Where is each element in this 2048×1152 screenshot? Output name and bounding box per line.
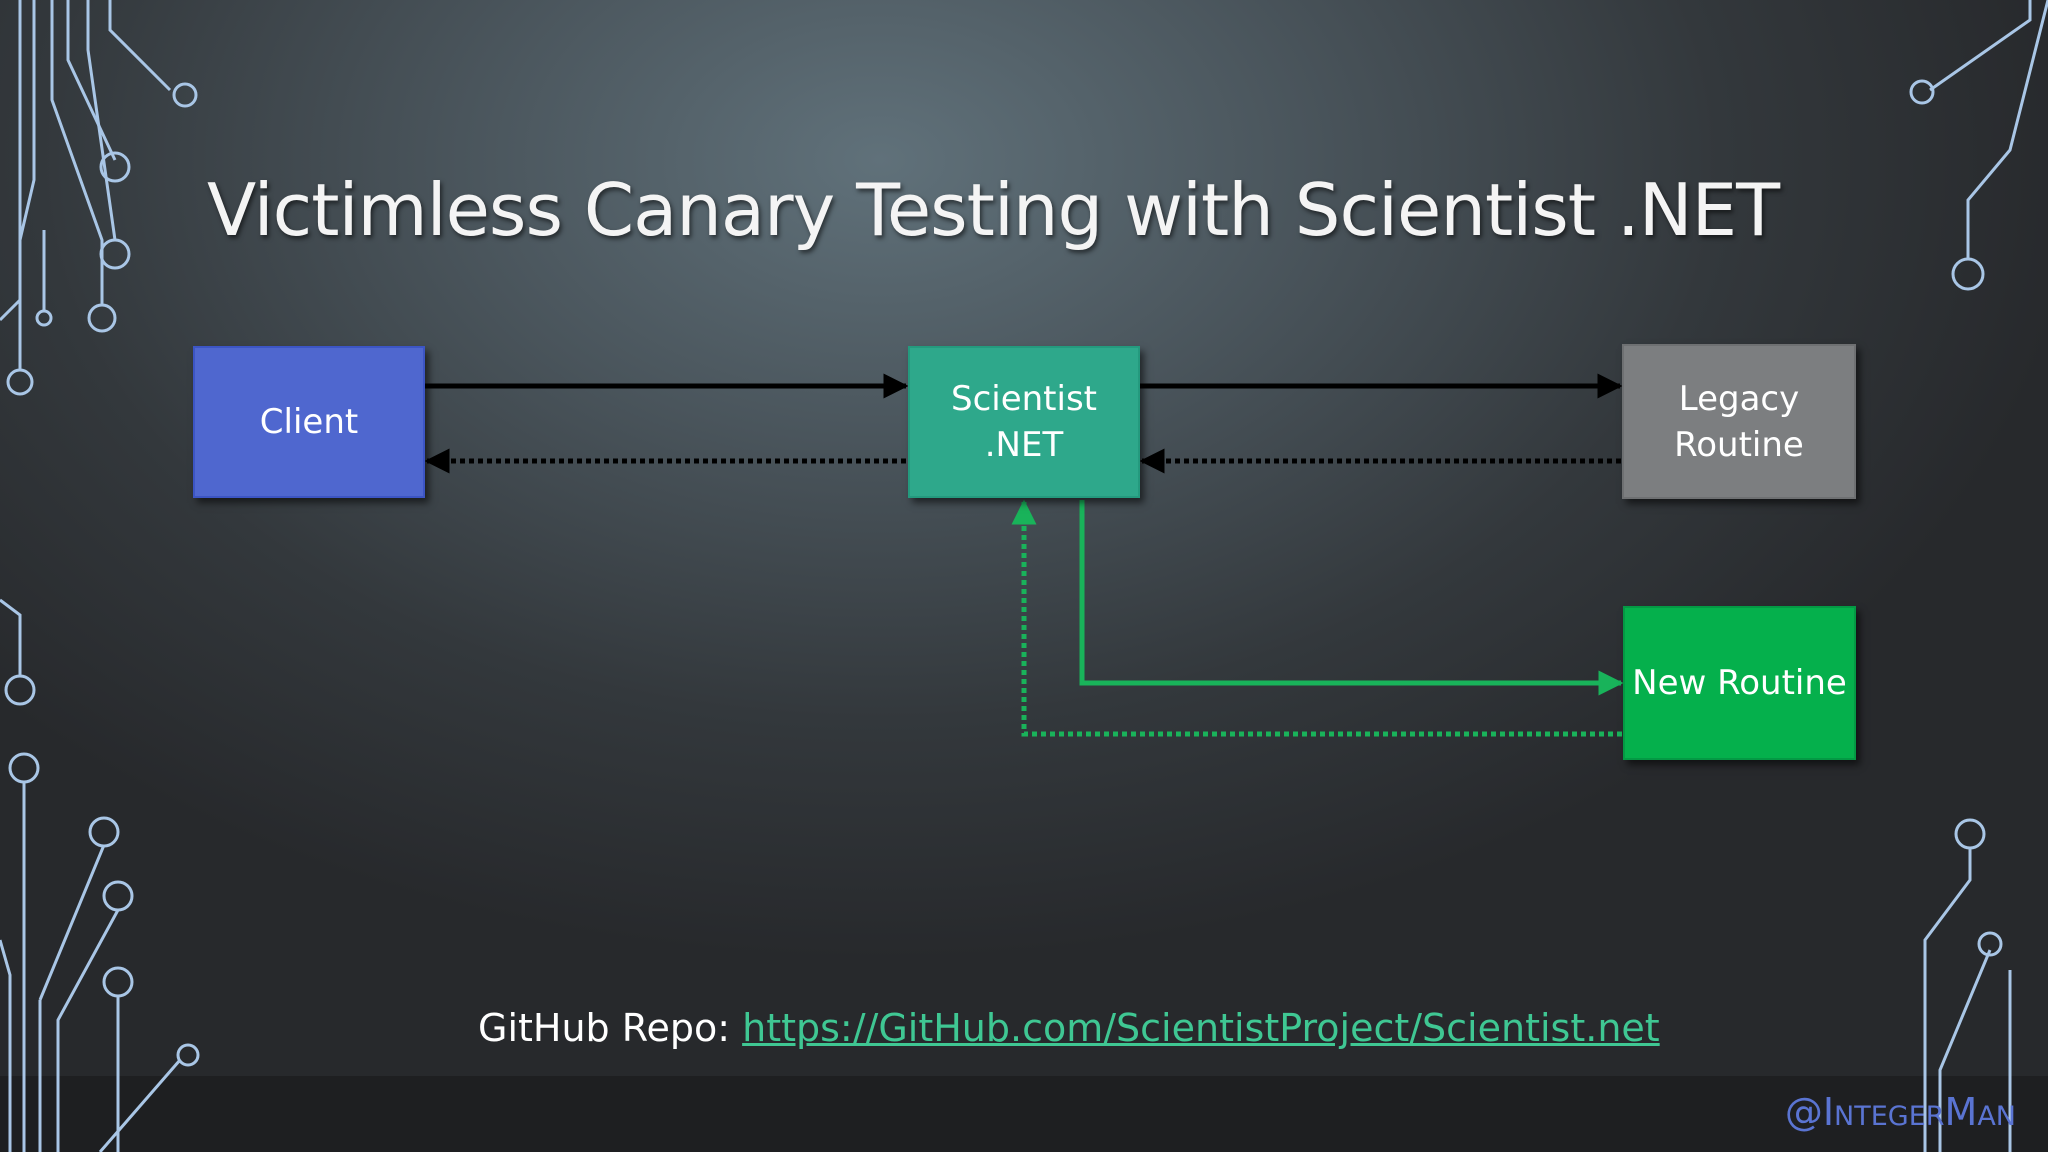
new-routine-node-label: New Routine (1632, 663, 1847, 703)
scientist-node: Scientist .NET (908, 346, 1140, 498)
github-repo-label: GitHub Repo: (478, 1006, 731, 1050)
scientist-node-label: Scientist .NET (950, 379, 1097, 465)
client-node-label: Client (259, 402, 359, 442)
slide-title: Victimless Canary Testing with Scientist… (207, 168, 1780, 252)
github-repo-link[interactable]: https://GitHub.com/ScientistProject/Scie… (742, 1006, 1660, 1050)
new-routine-node: New Routine (1623, 606, 1856, 760)
legacy-routine-node-label: Legacy Routine (1674, 378, 1804, 465)
arrow-scientist-to-new-routine (1079, 500, 1624, 696)
twitter-handle: @IntegerMan (1784, 1090, 2016, 1134)
bottom-band (0, 1076, 2048, 1152)
client-node: Client (193, 346, 425, 498)
arrow-new-routine-to-scientist (1011, 499, 1622, 737)
github-repo-footer: GitHub Repo: https://GitHub.com/Scientis… (478, 1006, 1660, 1050)
legacy-routine-node: Legacy Routine (1622, 344, 1856, 499)
